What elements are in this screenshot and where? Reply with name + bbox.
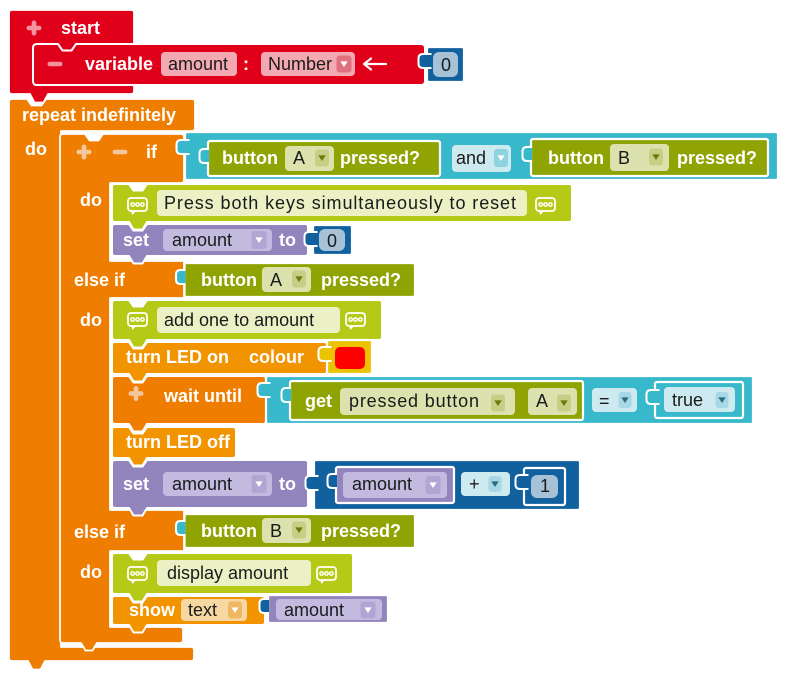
svg-text:0: 0 [327,231,337,251]
svg-text:amount: amount [352,474,412,494]
svg-text:A: A [536,391,548,411]
svg-text:Press both keys simultaneously: Press both keys simultaneously to reset [164,193,516,213]
svg-text:pressed?: pressed? [340,148,420,168]
svg-text:pressed?: pressed? [677,148,757,168]
svg-text:turn LED off: turn LED off [126,432,231,452]
svg-text:0: 0 [441,55,451,75]
svg-text:Number: Number [268,54,332,74]
svg-text:turn LED on: turn LED on [126,347,229,367]
svg-text:get: get [305,391,332,411]
svg-text:amount: amount [172,474,232,494]
svg-text:show: show [129,600,176,620]
svg-text:A: A [270,270,282,290]
svg-text:wait until: wait until [163,386,242,406]
svg-text:to: to [279,230,296,250]
svg-text:B: B [618,148,630,168]
svg-text:set: set [123,474,149,494]
svg-text:else if: else if [74,522,126,542]
svg-text:+: + [469,474,480,494]
svg-text:add one to amount: add one to amount [164,310,314,330]
svg-text:set: set [123,230,149,250]
svg-text:button: button [201,521,257,541]
svg-text:text: text [188,600,217,620]
svg-text:button: button [201,270,257,290]
svg-text:button: button [548,148,604,168]
svg-text:do: do [80,190,102,210]
svg-text:A: A [293,148,305,168]
svg-text:1: 1 [540,476,550,496]
svg-text:do: do [25,139,47,159]
svg-text:variable: variable [85,54,153,74]
svg-text:pressed?: pressed? [321,270,401,290]
svg-text:if: if [146,142,158,162]
svg-text:true: true [672,390,703,410]
svg-text:button: button [222,148,278,168]
svg-text:B: B [270,521,282,541]
svg-text:do: do [80,562,102,582]
svg-text:start: start [61,18,100,38]
svg-text:repeat indefinitely: repeat indefinitely [22,105,176,125]
svg-text:pressed button: pressed button [349,391,479,411]
svg-text:=: = [599,391,610,411]
svg-text:to: to [279,474,296,494]
svg-text:amount: amount [284,600,344,620]
svg-text:colour: colour [249,347,304,367]
svg-text::: : [243,54,249,74]
svg-text:amount: amount [172,230,232,250]
svg-text:amount: amount [168,54,228,74]
svg-text:and: and [456,148,486,168]
svg-text:display amount: display amount [167,563,288,583]
svg-text:else if: else if [74,270,126,290]
svg-text:pressed?: pressed? [321,521,401,541]
svg-text:do: do [80,310,102,330]
